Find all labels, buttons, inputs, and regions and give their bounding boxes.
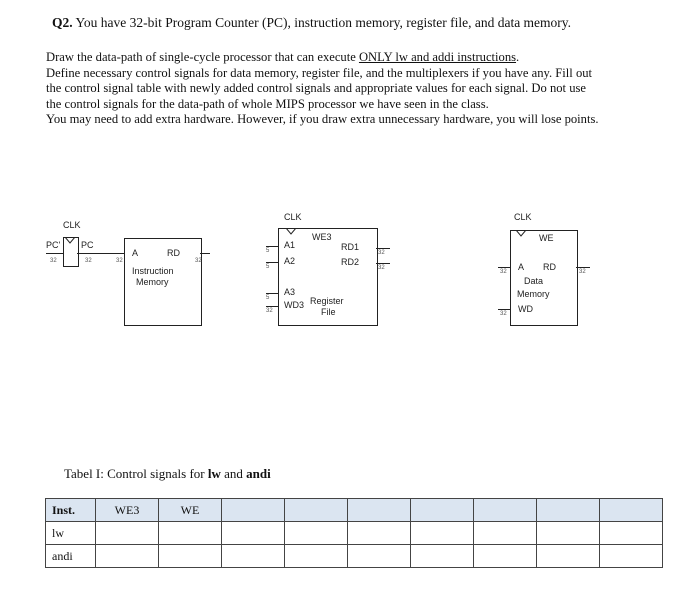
table-row: andi xyxy=(45,544,663,568)
datapath-diagram: CLK PC' PC 32 32 32 A RD Instruction Mem… xyxy=(40,200,640,330)
row-lw-cell[interactable] xyxy=(536,521,600,545)
dm-port-wd: WD xyxy=(518,304,533,314)
question-title: Q2. You have 32-bit Program Counter (PC)… xyxy=(52,15,571,31)
row-andi-cell[interactable] xyxy=(95,544,159,568)
row-lw-cell[interactable] xyxy=(158,521,222,545)
row-andi-inst: andi xyxy=(45,544,96,568)
instruction-line-2: Define necessary control signals for dat… xyxy=(46,65,593,80)
instruction-line-1: Draw the data-path of single-cycle proce… xyxy=(46,50,520,64)
imem-name-line2: Memory xyxy=(136,277,169,287)
rf-clk-label: CLK xyxy=(284,212,302,222)
pc-in-label: PC' xyxy=(46,240,61,250)
row-lw-cell[interactable] xyxy=(95,521,159,545)
header-we3: WE3 xyxy=(95,498,159,522)
pc-out-label: PC xyxy=(81,240,94,250)
rf-a2-bits: 5 xyxy=(266,264,270,270)
question-number: Q2. xyxy=(52,15,73,30)
pc-clock-triangle-icon xyxy=(64,237,76,244)
header-blank-4[interactable] xyxy=(410,498,474,522)
row-andi-cell[interactable] xyxy=(599,544,663,568)
dm-port-a: A xyxy=(518,262,525,272)
row-lw-cell[interactable] xyxy=(347,521,411,545)
rf-wd3-bits: 32 xyxy=(266,308,273,314)
row-andi-cell[interactable] xyxy=(473,544,537,568)
row-lw-inst: lw xyxy=(45,521,96,545)
header-we: WE xyxy=(158,498,222,522)
row-andi-cell[interactable] xyxy=(536,544,600,568)
pc-in-bits: 32 xyxy=(50,258,57,264)
row-lw-cell[interactable] xyxy=(473,521,537,545)
rf-name-line2: File xyxy=(321,307,336,317)
question-intro: You have 32-bit Program Counter (PC), in… xyxy=(75,15,572,30)
underlined-requirement: ONLY lw and addi instructions xyxy=(358,50,517,64)
imem-port-rd: RD xyxy=(167,248,180,258)
dm-a-bits: 32 xyxy=(500,269,507,275)
rf-we3: WE3 xyxy=(312,232,332,242)
rf-a3-bits: 5 xyxy=(266,295,270,301)
imem-port-a: A xyxy=(132,248,139,258)
rf-rd1: RD1 xyxy=(341,242,360,252)
rf-wd3: WD3 xyxy=(284,300,304,310)
pc-register xyxy=(63,237,79,267)
dm-name-line2: Memory xyxy=(517,289,550,299)
rf-a3: A3 xyxy=(284,287,296,297)
row-andi-cell[interactable] xyxy=(158,544,222,568)
row-andi-cell[interactable] xyxy=(221,544,285,568)
rf-a1: A1 xyxy=(284,240,296,250)
rf-a2: A2 xyxy=(284,256,296,266)
table-caption: Tabel I: Control signals for lw and andi xyxy=(64,466,271,481)
instructions-paragraph: Draw the data-path of single-cycle proce… xyxy=(46,50,656,128)
register-file xyxy=(278,228,378,326)
row-lw-cell[interactable] xyxy=(284,521,348,545)
row-lw-cell[interactable] xyxy=(221,521,285,545)
row-lw-cell[interactable] xyxy=(410,521,474,545)
dm-name-line1: Data xyxy=(524,276,544,286)
pc-out-bits: 32 xyxy=(85,258,92,264)
imem-in-bits: 32 xyxy=(116,258,123,264)
dm-rd-bits: 32 xyxy=(579,269,586,275)
data-memory xyxy=(510,230,578,326)
table-row: lw xyxy=(45,521,663,545)
header-blank-5[interactable] xyxy=(473,498,537,522)
rf-clock-triangle-icon xyxy=(285,228,297,235)
row-andi-cell[interactable] xyxy=(347,544,411,568)
imem-name-line1: Instruction xyxy=(132,266,174,276)
header-blank-7[interactable] xyxy=(599,498,663,522)
dm-clk-label: CLK xyxy=(514,212,532,222)
table-header-row: Inst. WE3 WE xyxy=(45,498,663,522)
dm-we: WE xyxy=(539,233,554,243)
header-blank-3[interactable] xyxy=(347,498,411,522)
dm-port-rd: RD xyxy=(543,262,556,272)
rf-a1-bits: 5 xyxy=(266,248,270,254)
instruction-memory xyxy=(124,238,202,326)
rf-rd1-bits: 32 xyxy=(378,250,385,256)
dm-wd-bits: 32 xyxy=(500,311,507,317)
instruction-line-5: You may need to add extra hardware. Howe… xyxy=(46,112,599,126)
instruction-line-3: the control signal table with newly adde… xyxy=(46,81,586,95)
instruction-line-4: the control signals for the data-path of… xyxy=(46,96,489,111)
header-blank-1[interactable] xyxy=(221,498,285,522)
row-andi-cell[interactable] xyxy=(410,544,474,568)
row-andi-cell[interactable] xyxy=(284,544,348,568)
dm-clock-triangle-icon xyxy=(515,230,527,237)
rf-name-line1: Register xyxy=(310,296,344,306)
header-inst: Inst. xyxy=(45,498,96,522)
pc-clk-label: CLK xyxy=(63,220,81,230)
rf-rd2-bits: 32 xyxy=(378,265,385,271)
row-lw-cell[interactable] xyxy=(599,521,663,545)
rf-rd2: RD2 xyxy=(341,257,360,267)
header-blank-6[interactable] xyxy=(536,498,600,522)
control-signal-table: Inst. WE3 WE lw andi xyxy=(45,498,663,568)
imem-out-bits: 32 xyxy=(195,258,202,264)
header-blank-2[interactable] xyxy=(284,498,348,522)
